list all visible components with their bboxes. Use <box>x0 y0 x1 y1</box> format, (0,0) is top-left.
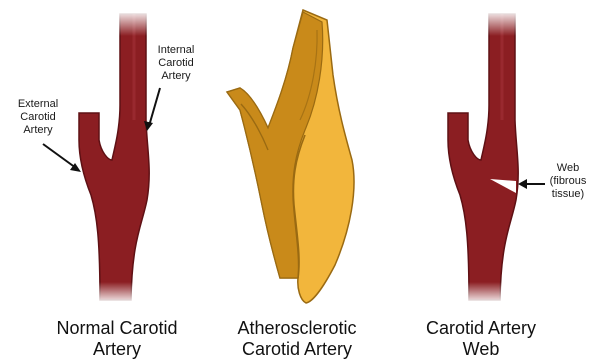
web-fibrous-tissue-label: Web (fibrous tissue) <box>544 162 592 201</box>
normal-artery-illustration <box>79 10 154 304</box>
atherosclerotic-artery-caption: Atherosclerotic Carotid Artery <box>212 318 382 360</box>
external-carotid-label: External Carotid Artery <box>9 98 67 137</box>
internal-carotid-label: Internal Carotid Artery <box>148 44 204 83</box>
web-arrow <box>518 179 545 189</box>
web-artery-caption: Carotid Artery Web <box>396 318 566 360</box>
normal-artery-caption: Normal Carotid Artery <box>32 318 202 360</box>
external-carotid-arrow <box>43 144 81 172</box>
atherosclerotic-artery-illustration <box>227 10 354 303</box>
web-artery-illustration <box>448 10 523 304</box>
